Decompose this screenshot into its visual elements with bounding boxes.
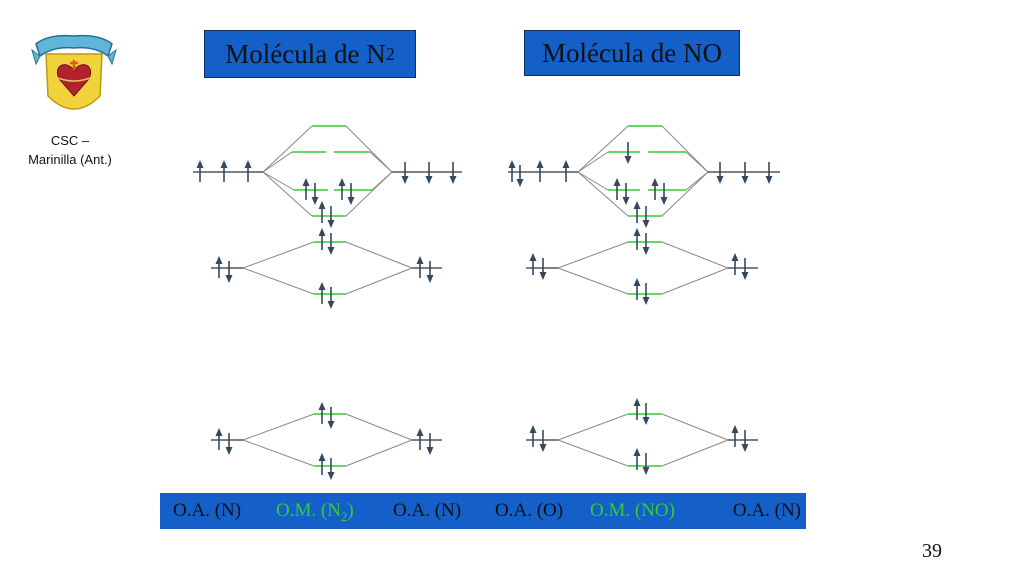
label-n2-mo-subscript: 2 [340, 508, 348, 524]
no-atomic-levels [508, 171, 780, 441]
label-n2-mo-close: ) [347, 500, 354, 521]
title-n2-text: Molécula de N [225, 38, 386, 69]
label-no-ao-right: O.A. (N) [732, 500, 801, 521]
n2-atomic-levels [193, 171, 462, 441]
label-n2-mo: O.M. (N2) [276, 500, 354, 525]
no-diagram [507, 125, 780, 476]
title-no-text: Molécula de NO [542, 37, 722, 68]
n2-electron-arrows [195, 159, 458, 481]
label-no-mo: O.M. (NO) [590, 500, 675, 521]
label-n2-ao-right: O.A. (N) [393, 500, 462, 521]
n2-connectors [242, 125, 413, 467]
title-no-molecule: Molécula de NO [524, 30, 740, 76]
school-name-line1: CSC – [50, 133, 90, 148]
label-no-ao-left: O.A. (O) [495, 500, 564, 521]
n2-mo-levels [292, 125, 372, 467]
no-electron-arrows [507, 141, 774, 476]
no-mo-levels [608, 125, 686, 467]
title-n2-subscript: 2 [385, 43, 395, 64]
school-name-line2: Marinilla (Ant.) [28, 152, 112, 167]
label-n2-mo-main: O.M. (N [276, 500, 341, 521]
n2-diagram [193, 125, 462, 481]
footer-labels-bar: O.A. (N) O.M. (N2) O.A. (N) O.A. (O) O.M… [160, 493, 806, 529]
school-name: CSC – Marinilla (Ant.) [10, 131, 130, 169]
school-logo [28, 30, 120, 126]
page-number: 39 [922, 540, 942, 562]
no-connectors [557, 125, 729, 467]
label-n2-ao-left: O.A. (N) [173, 500, 242, 521]
